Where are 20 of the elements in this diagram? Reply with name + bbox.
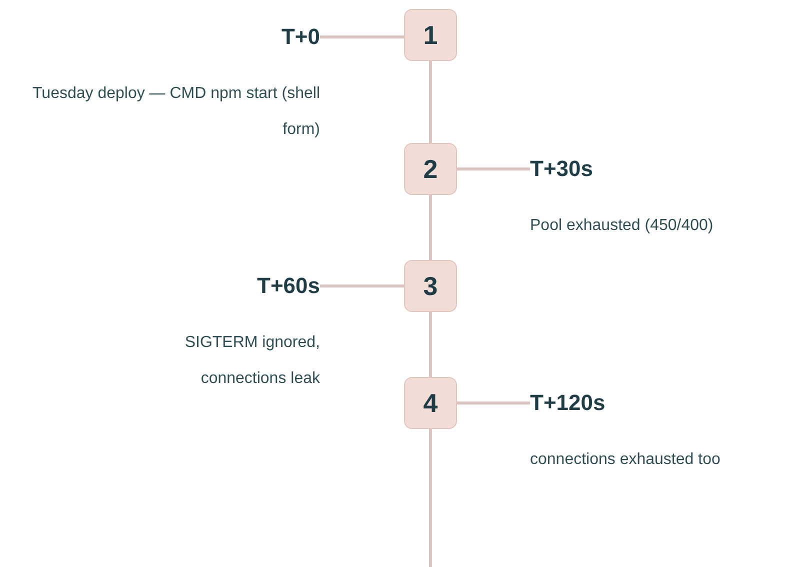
time-label: T+30s [530,155,593,183]
connector-line [429,61,432,143]
event-description: Pool exhausted (450/400) [530,216,714,236]
time-label: T+0 [281,23,320,51]
connector-line [429,195,432,260]
step-number-box: 1 [404,9,457,61]
connector-line [429,429,432,567]
event-description: Tuesday deploy — CMD npm start (shell form) [31,84,320,140]
event-description: connections exhausted too [530,450,720,470]
connector-line [320,284,404,288]
step-number-box: 3 [404,260,457,312]
step-number-box: 2 [404,143,457,195]
connector-line [429,312,432,377]
step-number-box: 4 [404,377,457,429]
connector-line [457,402,530,404]
time-label: T+120s [530,389,606,417]
connector-line [457,168,530,170]
event-description: SIGTERM ignored, connections leak [184,333,320,389]
time-label: T+60s [257,272,320,300]
connector-line [320,36,404,38]
